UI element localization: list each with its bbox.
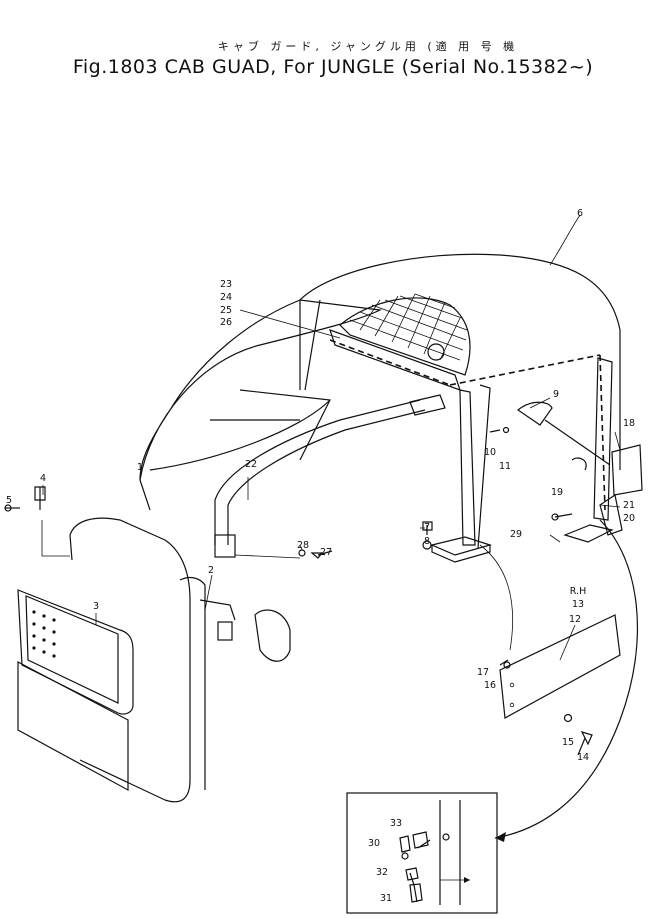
part-label-23: 23 [220, 279, 232, 290]
part-label-8: 8 [424, 536, 430, 547]
part-label-1: 1 [137, 462, 143, 473]
part-label-3: 3 [93, 601, 99, 612]
middle-post [430, 384, 493, 563]
part-label-25: 25 [220, 305, 232, 316]
rear-post [563, 357, 623, 543]
part-label-13: 13 [572, 599, 584, 610]
detail-inset-box [346, 792, 498, 914]
detail-arrow [494, 519, 639, 842]
part-label-19: 19 [551, 487, 563, 498]
part-label-27: 27 [320, 547, 332, 558]
part-label-9: 9 [553, 389, 559, 400]
part-label-4: 4 [40, 473, 46, 484]
part-label-31: 31 [380, 893, 392, 904]
part-label-28: 28 [297, 540, 309, 551]
part-label-15: 15 [562, 737, 574, 748]
part-label-29: 29 [510, 529, 522, 540]
part-label-14: 14 [577, 752, 589, 763]
part-label-30: 30 [368, 838, 380, 849]
part-label-2: 2 [208, 565, 214, 576]
part-label-11: 11 [499, 461, 511, 472]
brace-line [544, 419, 611, 466]
figure-title-japanese: キャブ ガード, ジャングル用 (適 用 号 機 [217, 40, 519, 53]
cab-body [139, 253, 621, 511]
side-plate [499, 614, 621, 719]
part-label-16: 16 [484, 680, 496, 691]
roof-guard-frame [329, 329, 606, 511]
part-label-5: 5 [6, 495, 12, 506]
plate-18 [611, 444, 643, 496]
part-label-7: 7 [424, 522, 430, 533]
mesh-screen [339, 293, 471, 376]
part-label-6: 6 [577, 208, 583, 219]
part-label-21: 21 [623, 500, 635, 511]
part-label-20: 20 [623, 513, 635, 524]
figure-title-english: Fig.1803 CAB GUAD, For JUNGLE (Serial No… [72, 56, 594, 78]
front-side-bar [214, 394, 446, 558]
front-guard [69, 517, 291, 803]
part-label-24: 24 [220, 292, 232, 303]
bolts [4, 426, 593, 756]
bracket-9 [517, 401, 553, 426]
part-label-33: 33 [390, 818, 402, 829]
part-label-12: 12 [569, 614, 581, 625]
part-number-labels: 1234567891011121314151617181920212223242… [6, 208, 635, 904]
grille-panel [17, 589, 134, 715]
part-label-18: 18 [623, 418, 635, 429]
figure-title-block: キャブ ガード, ジャングル用 (適 用 号 機 Fig.1803 CAB GU… [0, 38, 666, 78]
leader-lines [41, 214, 621, 661]
part-label-32: 32 [376, 867, 388, 878]
part-label-10: 10 [484, 447, 496, 458]
part-label-22: 22 [245, 459, 257, 470]
lower-front-plate [17, 661, 129, 792]
part-label-17: 17 [477, 667, 489, 678]
part-label-26: 26 [220, 317, 232, 328]
side-label-rh: R.H [570, 586, 586, 597]
